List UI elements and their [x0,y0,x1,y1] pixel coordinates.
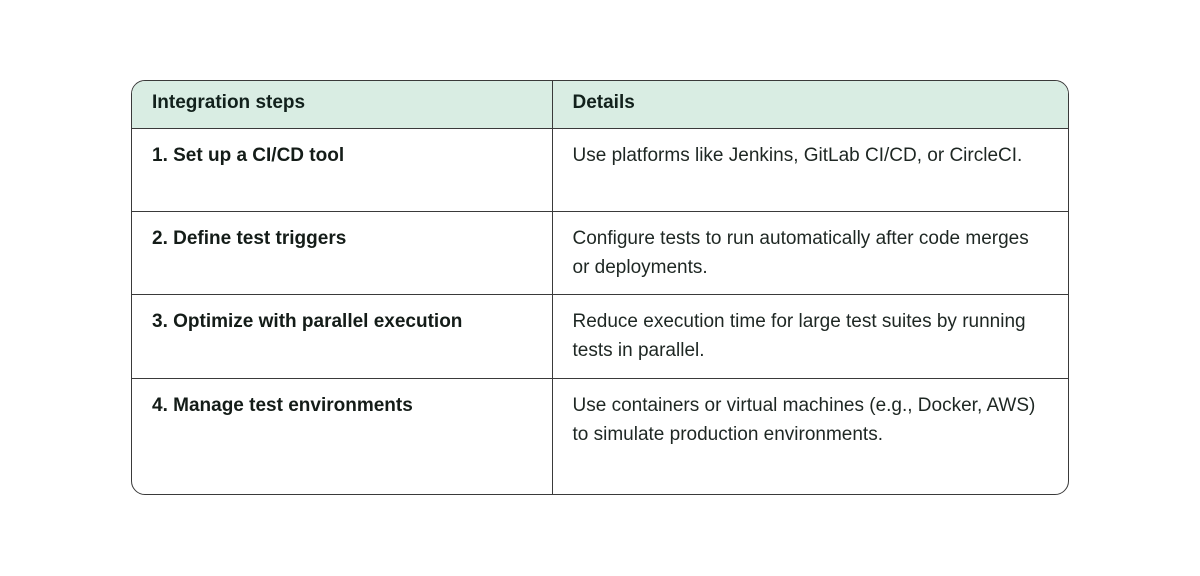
table-row: 2. Define test triggers Configure tests … [132,211,1068,295]
details-cell: Use platforms like Jenkins, GitLab CI/CD… [552,128,1068,212]
details-cell: Configure tests to run automatically aft… [552,211,1068,295]
column-header-details: Details [552,81,1068,129]
table-header-row: Integration steps Details [132,81,1068,129]
step-cell: 3. Optimize with parallel execution [132,294,553,379]
table-row: 3. Optimize with parallel execution Redu… [132,294,1068,379]
table-row: 1. Set up a CI/CD tool Use platforms lik… [132,128,1068,212]
table: Integration steps Details 1. Set up a CI… [132,81,1068,494]
table-row: 4. Manage test environments Use containe… [132,378,1068,494]
step-cell: 4. Manage test environments [132,378,553,494]
integration-steps-table: Integration steps Details 1. Set up a CI… [131,80,1069,495]
step-cell: 1. Set up a CI/CD tool [132,128,553,212]
column-header-integration-steps: Integration steps [132,81,553,129]
details-cell: Reduce execution time for large test sui… [552,294,1068,379]
step-cell: 2. Define test triggers [132,211,553,295]
details-cell: Use containers or virtual machines (e.g.… [572,394,1036,445]
